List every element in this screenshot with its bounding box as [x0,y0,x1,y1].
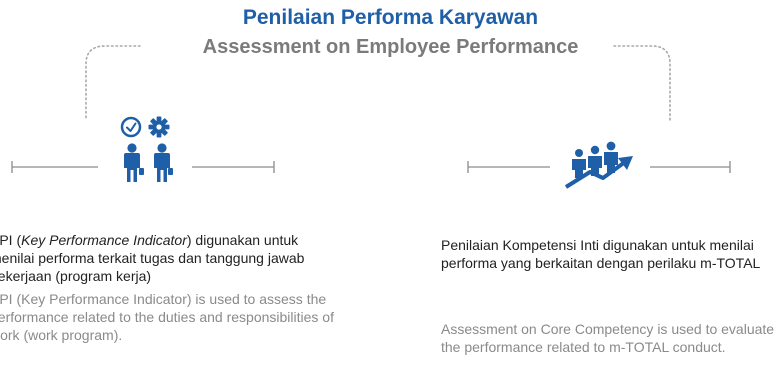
person-icon [572,149,586,178]
right-description-english: Assessment on Core Competency is used to… [441,321,775,355]
right-description-indonesian: Penilaian Kompetensi Inti digunakan untu… [441,237,761,271]
title-indonesian: Penilaian Performa Karyawan [242,6,539,29]
left-timeline-line [11,161,275,173]
growth-arrow-icon [564,156,633,189]
person-icon [588,145,602,176]
title-english: Assessment on Employee Performance [202,36,579,58]
gear-icon [148,116,170,138]
right-timeline-line [467,161,731,173]
dotted-bracket [85,45,671,121]
team-growth-arrow-icon [564,141,633,189]
person-icon [124,143,144,182]
clock-icon [120,116,142,138]
left-description-indonesian: KPI (Key Performance Indicator) digunaka… [0,232,305,284]
left-description-english: KPI (Key Performance Indicator) is used … [0,291,334,343]
clock-gear-employees-icon [120,116,173,182]
person-icon [154,143,173,182]
